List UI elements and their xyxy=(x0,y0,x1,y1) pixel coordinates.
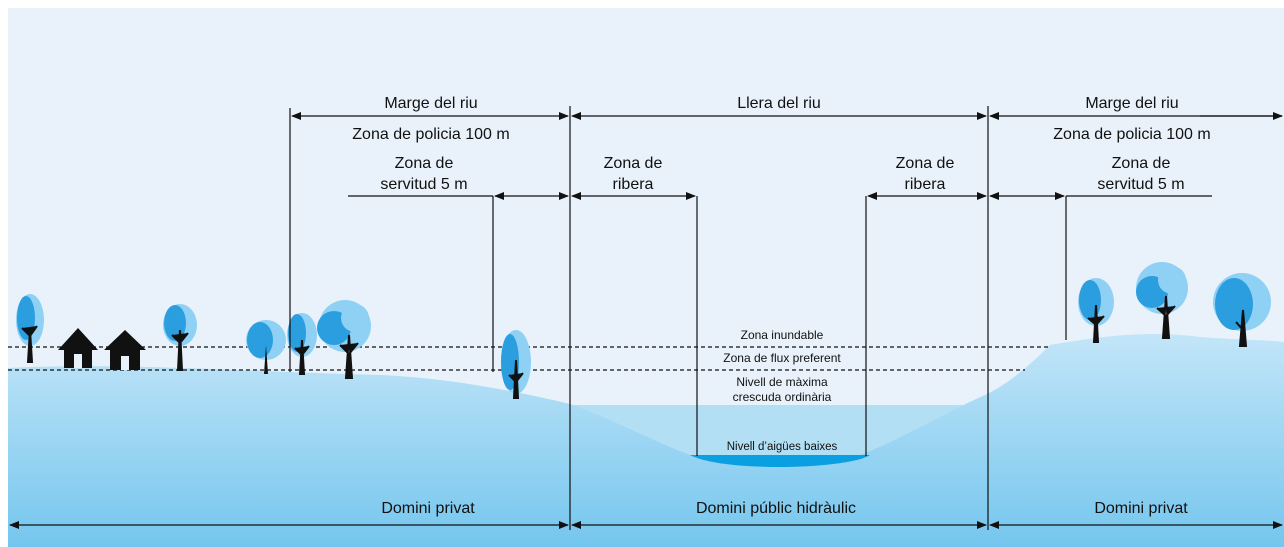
river-bed-title: Llera del riu xyxy=(737,95,821,112)
right-ribera-label-2: ribera xyxy=(905,176,946,193)
tree-icon xyxy=(16,294,44,363)
low-water-label: Nivell d’aigües baixes xyxy=(727,441,838,453)
house-icon xyxy=(104,330,146,370)
public-domain-label: Domini públic hidràulic xyxy=(696,500,856,517)
left-private-domain-label: Domini privat xyxy=(381,500,475,517)
right-policia-label: Zona de policia 100 m xyxy=(1053,126,1210,143)
tree-icon xyxy=(163,304,197,371)
tree-icon xyxy=(501,330,531,399)
right-ribera-label-1: Zona de xyxy=(896,155,955,172)
max-flood-label-2: crescuda ordinària xyxy=(733,390,832,404)
right-margin-title: Marge del riu xyxy=(1085,95,1178,112)
tree-icon xyxy=(1213,273,1271,347)
tree-icon xyxy=(246,320,286,374)
left-ribera-label-1: Zona de xyxy=(604,155,663,172)
left-margin-title: Marge del riu xyxy=(384,95,477,112)
left-policia-label: Zona de policia 100 m xyxy=(352,126,509,143)
low-water xyxy=(690,455,870,467)
left-trees xyxy=(16,294,531,399)
flood-zone-label: Zona inundable xyxy=(741,328,824,342)
tree-icon xyxy=(317,300,371,379)
right-private-domain-label: Domini privat xyxy=(1094,500,1188,517)
max-flood-label-1: Nivell de màxima xyxy=(736,375,828,389)
tree-icon xyxy=(1078,278,1114,343)
right-servitud-label-2: servitud 5 m xyxy=(1097,176,1184,193)
terrain xyxy=(8,333,1284,547)
left-servitud-label-1: Zona de xyxy=(395,155,454,172)
left-servitud-label-2: servitud 5 m xyxy=(380,176,467,193)
preferent-flow-label: Zona de flux preferent xyxy=(723,351,841,365)
right-servitud-label-1: Zona de xyxy=(1112,155,1171,172)
house-icon xyxy=(58,328,98,368)
tree-icon xyxy=(1136,262,1188,339)
tree-icon xyxy=(287,313,317,375)
left-ribera-label-2: ribera xyxy=(613,176,654,193)
right-trees xyxy=(1078,262,1271,347)
